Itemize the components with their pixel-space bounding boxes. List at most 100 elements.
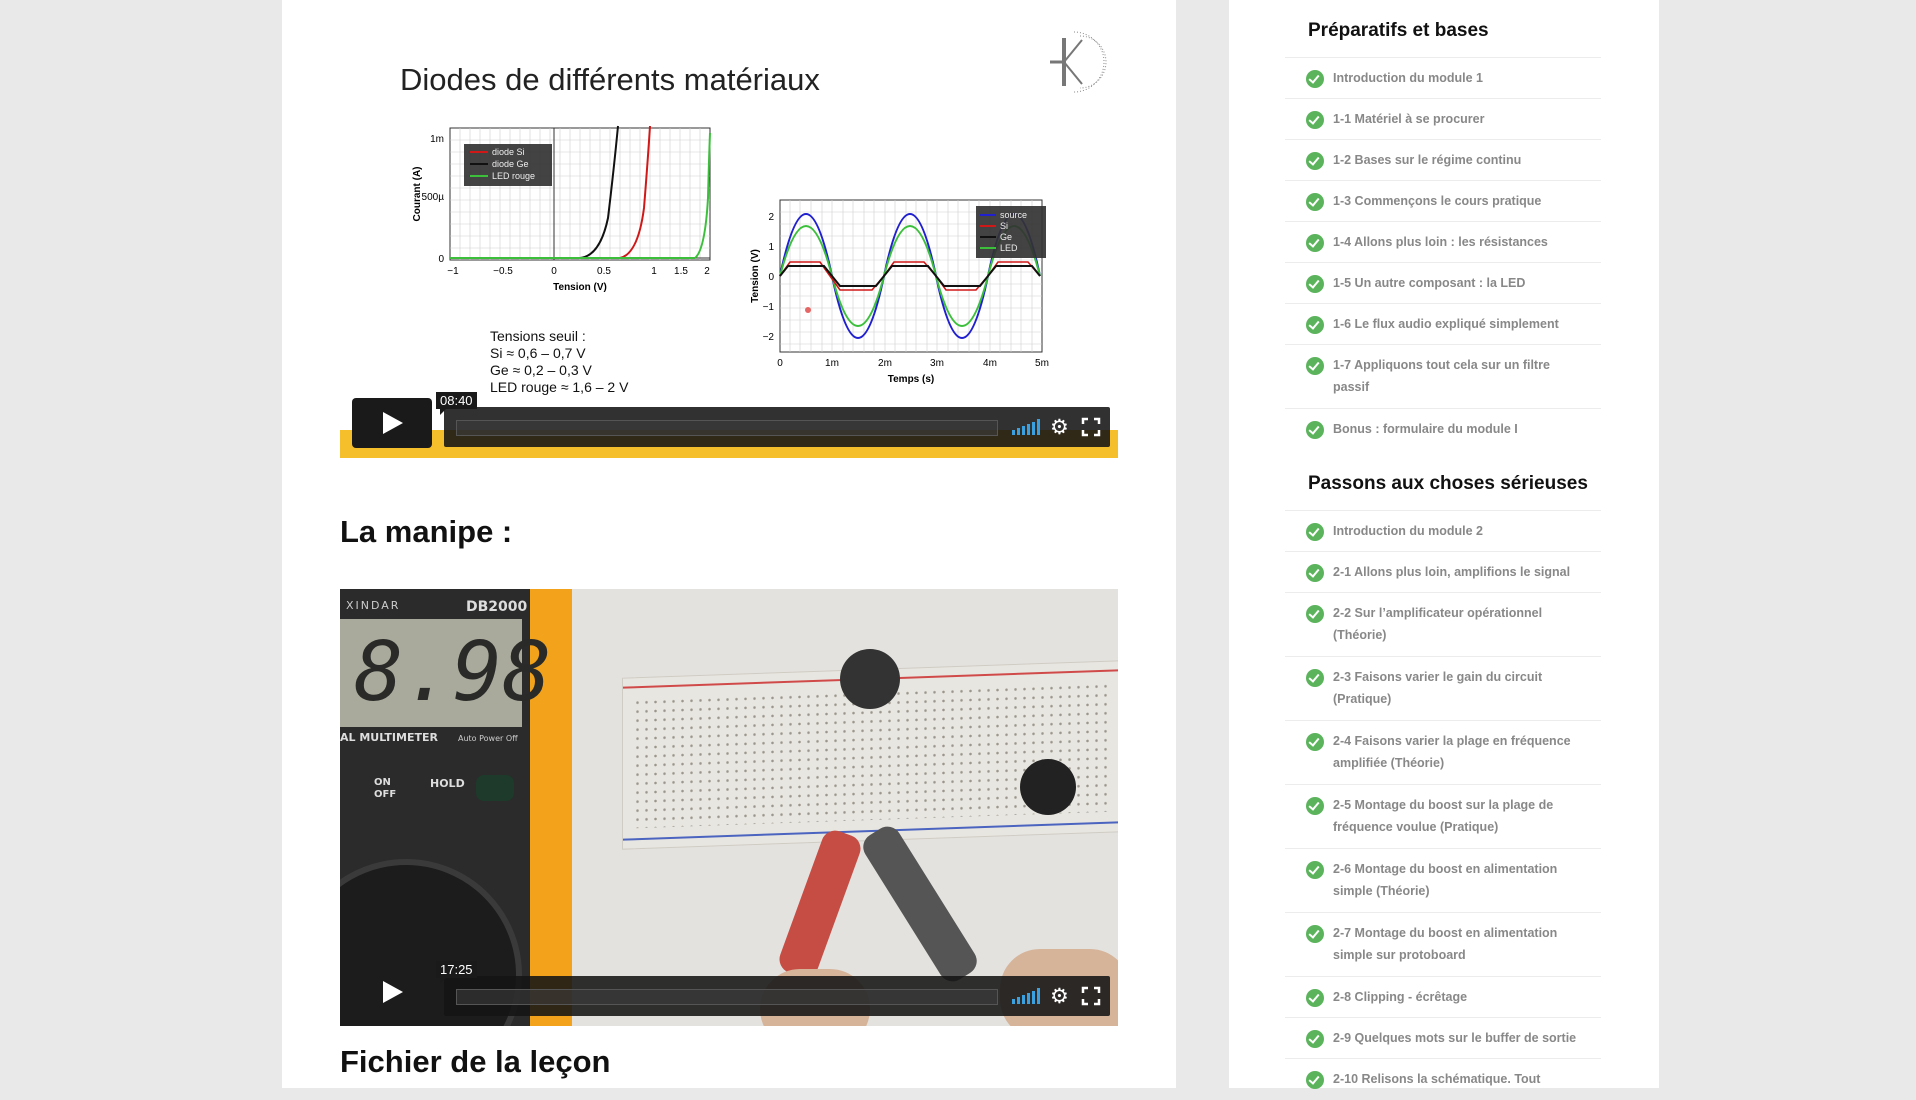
sidebar-lesson-item[interactable]: 2-1 Allons plus loin, amplifions le sign… <box>1285 551 1601 593</box>
check-circle-icon <box>1306 564 1324 582</box>
sidebar-lesson-label: 1-5 Un autre composant : la LED <box>1333 276 1526 290</box>
sidebar-lesson-item[interactable]: 2-8 Clipping - écrêtage <box>1285 976 1601 1018</box>
sidebar-section-title: Passons aux choses sérieuses <box>1308 473 1588 494</box>
sidebar-lesson-item[interactable]: 2-5 Montage du boost sur la plage de fré… <box>1285 784 1601 849</box>
iv-xtick: −1 <box>447 266 459 277</box>
iv-xtick: 0.5 <box>597 266 611 277</box>
time-ytick: 2 <box>768 212 774 223</box>
iv-ylabel: Courant (A) <box>412 167 423 222</box>
check-circle-icon <box>1306 70 1324 88</box>
progress-bar[interactable] <box>456 989 998 1005</box>
time-xlabel: Temps (s) <box>888 374 935 385</box>
sidebar-lesson-item[interactable]: 1-4 Allons plus loin : les résistances <box>1285 221 1601 263</box>
video-controls: ⚙ 08:40 <box>352 392 1112 448</box>
sidebar-lesson-item[interactable]: Bonus : formulaire du module I <box>1285 408 1601 450</box>
check-circle-icon <box>1306 523 1324 541</box>
check-circle-icon <box>1306 925 1324 943</box>
sidebar-lesson-label: Introduction du module 1 <box>1333 71 1483 85</box>
sidebar-lesson-item[interactable]: 1-5 Un autre composant : la LED <box>1285 262 1601 304</box>
sidebar-lesson-label: 2-8 Clipping - écrêtage <box>1333 990 1468 1004</box>
iv-chart: diode Si diode Ge LED rouge 1m 500µ 0 −1… <box>412 125 711 293</box>
settings-gear-icon[interactable]: ⚙ <box>1050 415 1069 439</box>
check-circle-icon <box>1306 152 1324 170</box>
iv-legend-si: diode Si <box>492 147 525 157</box>
time-ytick: −2 <box>763 332 775 343</box>
volume-icon[interactable] <box>1012 988 1042 1004</box>
iv-xtick: 1.5 <box>674 266 688 277</box>
time-legend-led: LED <box>1000 243 1018 253</box>
sidebar-lesson-item[interactable]: 1-3 Commençons le cours pratique <box>1285 180 1601 222</box>
sidebar-lesson-label: Bonus : formulaire du module I <box>1333 422 1518 436</box>
threshold-line: LED rouge ≈ 1,6 – 2 V <box>490 379 629 395</box>
hold-label: HOLD <box>430 777 465 790</box>
sidebar-lesson-item[interactable]: Introduction du module 1 <box>1285 57 1601 99</box>
play-button[interactable] <box>352 967 432 1017</box>
multimeter: XINDAR DB2000 8.98 AL MULTIMETER Auto Po… <box>340 589 572 1026</box>
sidebar-lesson-item[interactable]: 1-6 Le flux audio expliqué simplement <box>1285 303 1601 345</box>
sidebar-lesson-label: 1-1 Matériel à se procurer <box>1333 112 1485 126</box>
check-circle-icon <box>1306 861 1324 879</box>
iv-xtick: 1 <box>651 266 657 277</box>
time-legend-si: Si <box>1000 221 1008 231</box>
check-circle-icon <box>1306 1071 1324 1089</box>
sidebar-lesson-item[interactable]: 1-2 Bases sur le régime continu <box>1285 139 1601 181</box>
control-bar: ⚙ <box>444 976 1110 1016</box>
sidebar-lesson-label: 2-5 Montage du boost sur la plage de fré… <box>1333 798 1554 834</box>
iv-xtick: −0.5 <box>493 266 513 277</box>
sidebar-lesson-label: 2-4 Faisons varier la plage en fréquence… <box>1333 734 1571 770</box>
sidebar-lesson-item[interactable]: 1-7 Appliquons tout cela sur un filtre p… <box>1285 344 1601 409</box>
check-circle-icon <box>1306 989 1324 1007</box>
iv-legend-ge: diode Ge <box>492 159 529 169</box>
play-button[interactable] <box>352 398 432 448</box>
sidebar-lesson-item[interactable]: Introduction du module 2 <box>1285 510 1601 552</box>
sidebar-lesson-item[interactable]: 2-9 Quelques mots sur le buffer de sorti… <box>1285 1017 1601 1059</box>
check-circle-icon <box>1306 234 1324 252</box>
fullscreen-icon[interactable] <box>1081 417 1101 437</box>
time-xtick: 0 <box>777 358 783 369</box>
iv-legend-led: LED rouge <box>492 171 535 181</box>
fullscreen-icon[interactable] <box>1081 986 1101 1006</box>
control-bar: ⚙ <box>444 407 1110 447</box>
time-ytick: 1 <box>768 242 774 253</box>
sidebar-lesson-item[interactable]: 2-3 Faisons varier le gain du circuit (P… <box>1285 656 1601 721</box>
sidebar-lesson-label: 2-6 Montage du boost en alimentation sim… <box>1333 862 1558 898</box>
check-circle-icon <box>1306 111 1324 129</box>
video-timecode: 08:40 <box>436 392 477 415</box>
sidebar-lesson-item[interactable]: 2-2 Sur l’amplificateur opérationnel (Th… <box>1285 592 1601 657</box>
time-legend-source: source <box>1000 210 1027 220</box>
check-circle-icon <box>1306 275 1324 293</box>
time-xtick: 5m <box>1035 358 1049 369</box>
sidebar-lesson-item[interactable]: 2-6 Montage du boost en alimentation sim… <box>1285 848 1601 913</box>
volume-icon[interactable] <box>1012 419 1042 435</box>
experiment-video-player[interactable]: XINDAR DB2000 8.98 AL MULTIMETER Auto Po… <box>340 589 1118 1026</box>
time-ylabel: Tension (V) <box>750 249 761 303</box>
sidebar-lesson-label: 2-1 Allons plus loin, amplifions le sign… <box>1333 565 1571 579</box>
sidebar-lesson-item[interactable]: 2-7 Montage du boost en alimentation sim… <box>1285 912 1601 977</box>
time-ytick: 0 <box>768 272 774 283</box>
time-chart: source Si Ge LED 2 1 0 −1 −2 0 1m 2m 3m … <box>750 199 1049 385</box>
sidebar-lesson-label: 1-7 Appliquons tout cela sur un filtre p… <box>1333 358 1550 394</box>
main-content: Diodes de différents matériaux <box>282 0 1176 1088</box>
sidebar-lesson-item[interactable]: 1-1 Matériel à se procurer <box>1285 98 1601 140</box>
check-circle-icon <box>1306 357 1324 375</box>
sidebar-lesson-label: 1-3 Commençons le cours pratique <box>1333 194 1542 208</box>
sidebar-lesson-label: 2-9 Quelques mots sur le buffer de sorti… <box>1333 1031 1577 1045</box>
threshold-line: Si ≈ 0,6 – 0,7 V <box>490 345 586 361</box>
settings-gear-icon[interactable]: ⚙ <box>1050 984 1069 1008</box>
course-logo <box>1050 31 1107 93</box>
progress-bar[interactable] <box>456 420 998 436</box>
threshold-notes: Tensions seuil : Si ≈ 0,6 – 0,7 V Ge ≈ 0… <box>490 328 628 396</box>
multimeter-display: 8.98 <box>340 619 551 727</box>
sidebar-lesson-label: 2-7 Montage du boost en alimentation sim… <box>1333 926 1558 962</box>
sidebar-lesson-item[interactable]: 2-10 Relisons la schématique. Tout <box>1285 1058 1601 1100</box>
slide-video-player[interactable]: Diodes de différents matériaux <box>340 0 1118 458</box>
check-circle-icon <box>1306 733 1324 751</box>
sidebar-lesson-item[interactable]: 2-4 Faisons varier la plage en fréquence… <box>1285 720 1601 785</box>
slide-charts: diode Si diode Ge LED rouge 1m 500µ 0 −1… <box>412 125 1049 385</box>
sidebar-lesson-label: 2-2 Sur l’amplificateur opérationnel (Th… <box>1333 606 1543 642</box>
time-xtick: 2m <box>878 358 892 369</box>
auto-power-off-label: Auto Power Off <box>458 734 518 743</box>
multimeter-brand: XINDAR <box>346 599 401 612</box>
iv-ytick: 1m <box>430 134 444 145</box>
check-circle-icon <box>1306 669 1324 687</box>
